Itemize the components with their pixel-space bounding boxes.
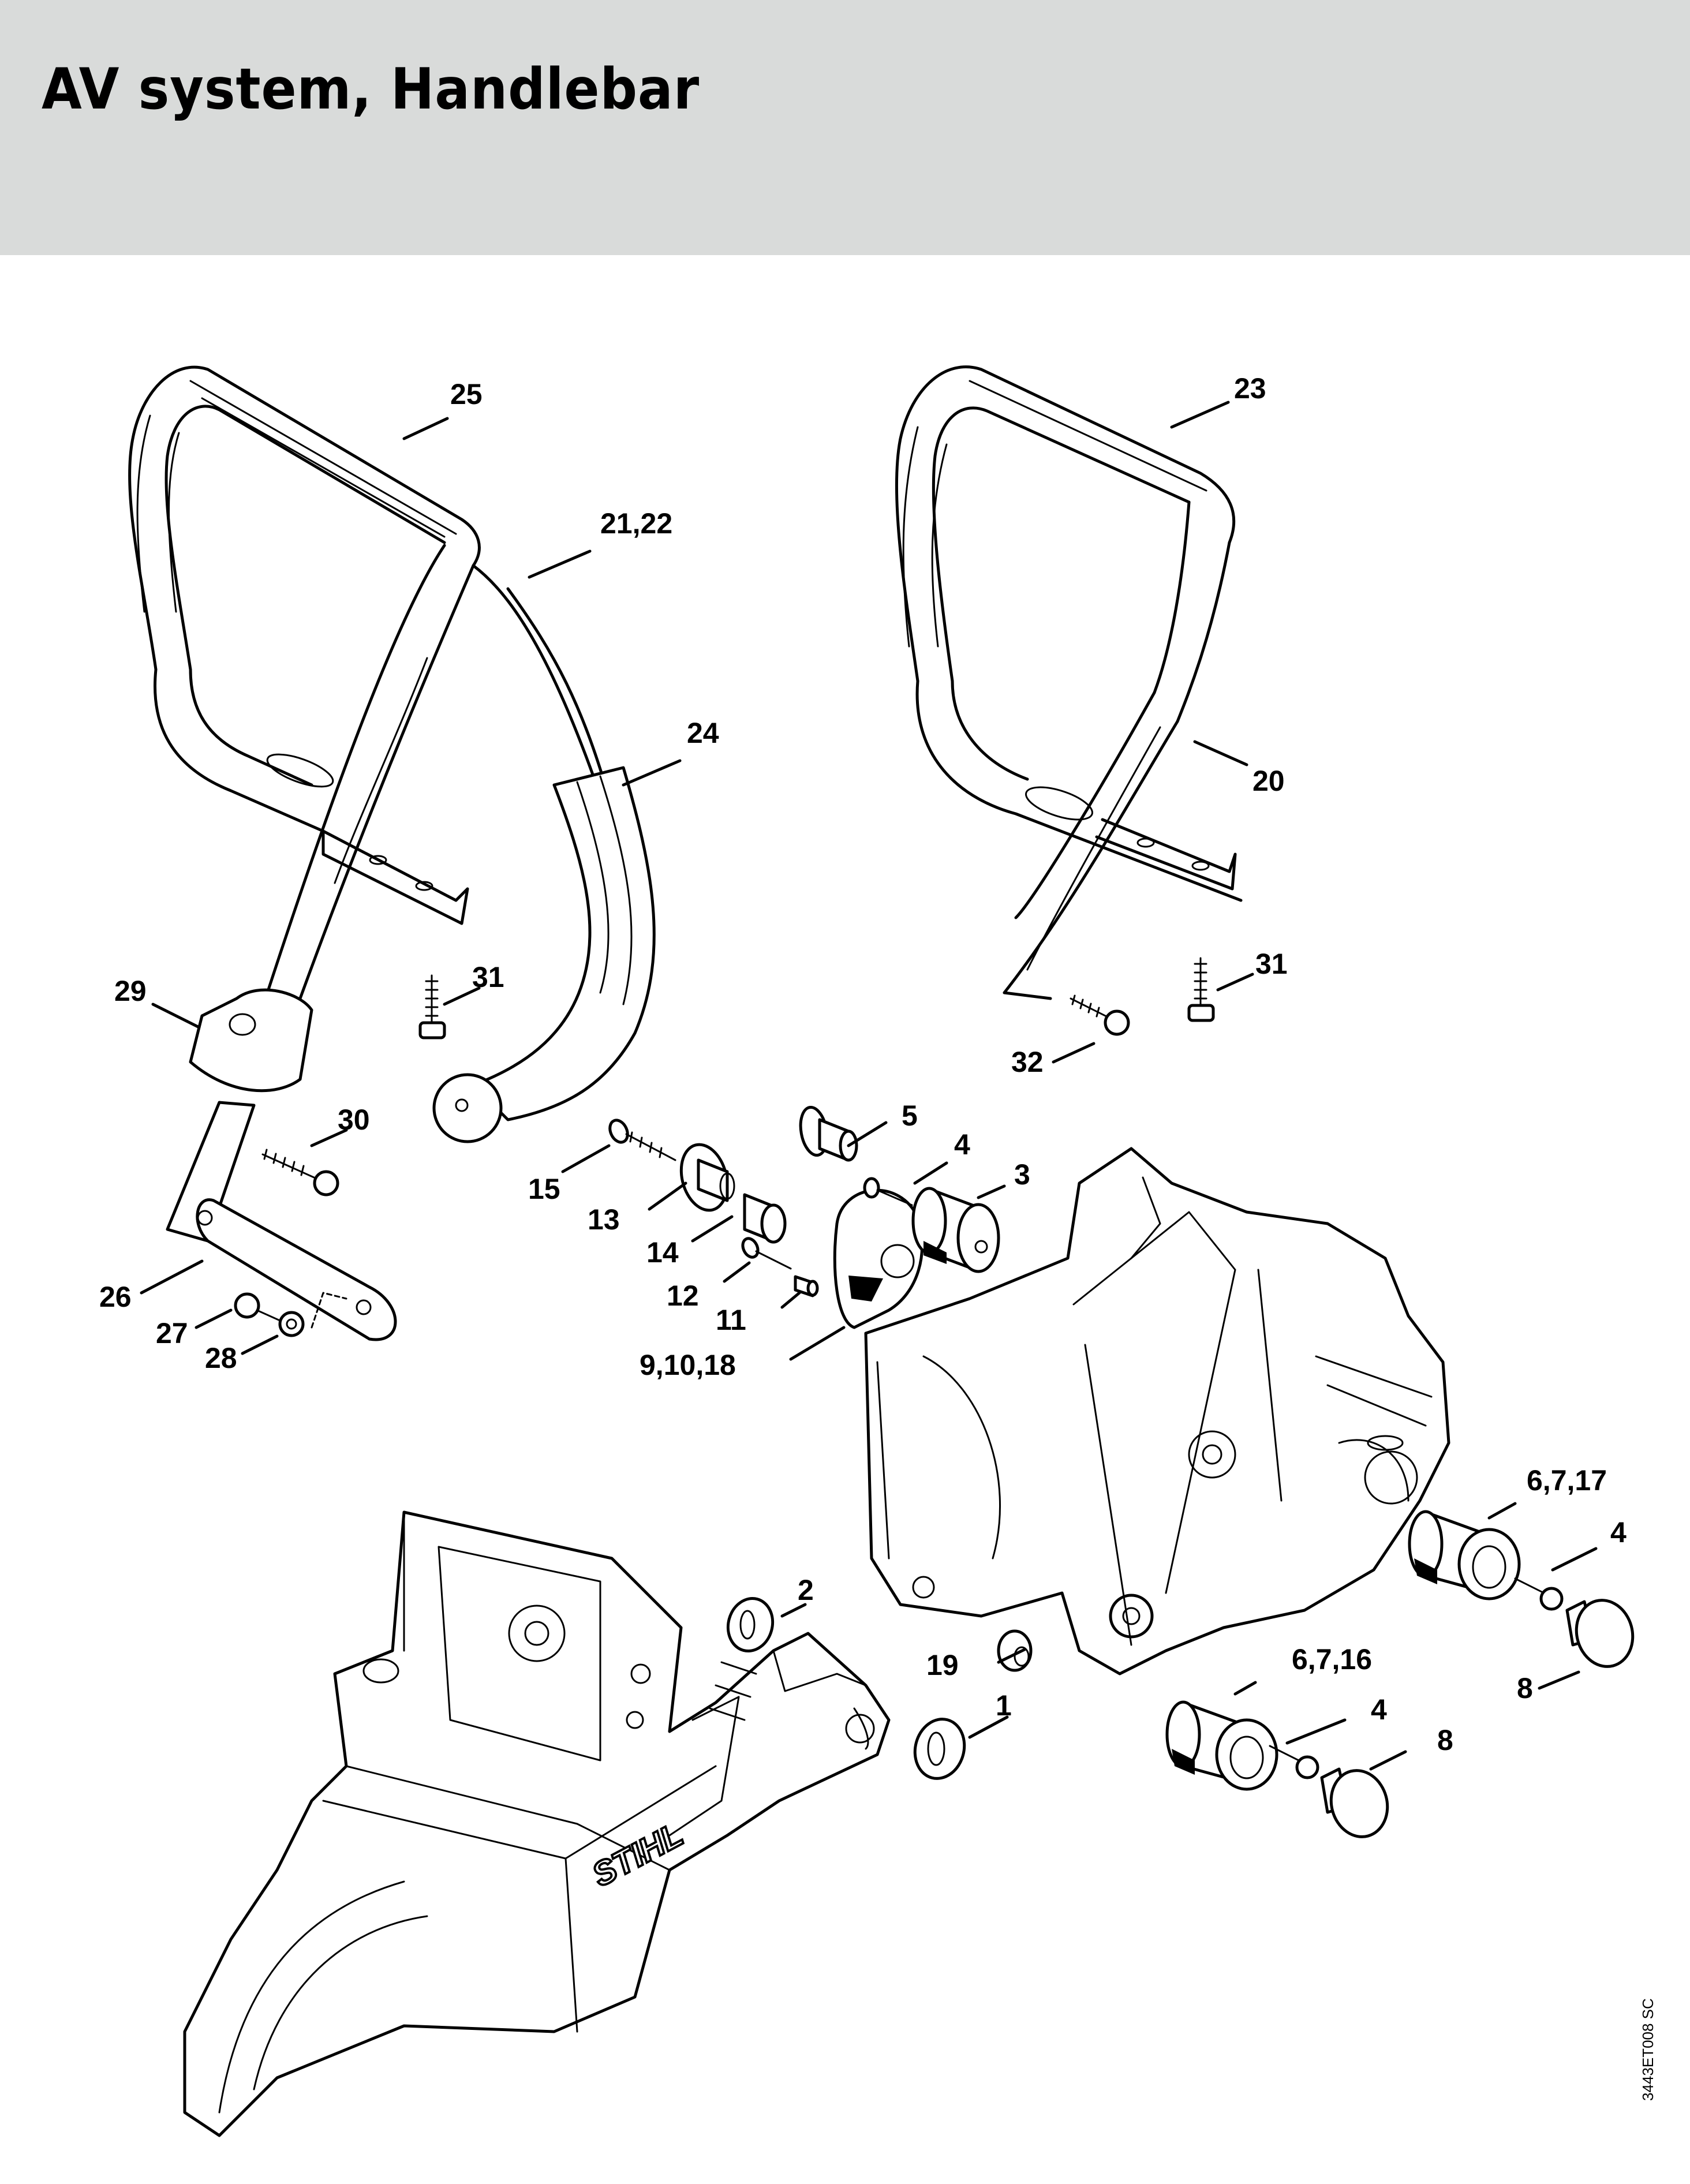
screw-31-right [1187, 957, 1215, 1022]
annular-buffer-9-10-18 [833, 1188, 924, 1329]
callout-6-7-17: 6,7,17 [1527, 1464, 1607, 1497]
callout-5: 5 [902, 1100, 918, 1132]
callout-31-left: 31 [472, 961, 504, 993]
sleeve-5 [799, 1105, 858, 1162]
callout-14: 14 [646, 1236, 679, 1269]
washer-28 [278, 1311, 305, 1337]
screw-15 [608, 1119, 676, 1161]
cap-8-right [1565, 1599, 1635, 1668]
callout-4-lower: 4 [1371, 1693, 1387, 1726]
screw-32 [1070, 994, 1130, 1036]
header-band: AV system, Handlebar [0, 0, 1690, 255]
callout-27: 27 [156, 1317, 188, 1349]
annular-buffer-3 [911, 1187, 1000, 1273]
cap-8-lower [1320, 1767, 1389, 1838]
screw-12 [741, 1237, 792, 1270]
annular-buffer-6-7-16 [1165, 1700, 1278, 1791]
callout-24: 24 [687, 717, 719, 749]
callout-23: 23 [1234, 372, 1266, 405]
callout-25: 25 [450, 378, 483, 410]
handlebar-right-part [895, 365, 1243, 1000]
callout-12: 12 [667, 1280, 699, 1312]
buffer-29 [189, 988, 313, 1093]
callout-26: 26 [99, 1281, 132, 1313]
callout-13: 13 [588, 1203, 620, 1236]
callout-31-right: 31 [1255, 948, 1288, 980]
screw-27 [234, 1292, 281, 1322]
washer-13 [679, 1143, 735, 1212]
callout-1: 1 [996, 1689, 1012, 1722]
annular-buffer-2 [726, 1596, 775, 1653]
callout-29: 29 [114, 975, 147, 1007]
callout-2: 2 [798, 1574, 814, 1606]
callout-6-7-16: 6,7,16 [1292, 1643, 1373, 1676]
callout-20: 20 [1252, 765, 1285, 797]
screw-4-top [863, 1177, 913, 1206]
screw-4-lower [1269, 1745, 1319, 1779]
callout-8-lower: 8 [1437, 1724, 1453, 1756]
callout-8-right: 8 [1517, 1672, 1533, 1704]
plug-19 [997, 1629, 1033, 1672]
exploded-parts-diagram: STIHL [128, 365, 1635, 2137]
callout-28: 28 [205, 1342, 237, 1374]
callout-21-22: 21,22 [600, 507, 673, 540]
rear-handle-housing [183, 1510, 891, 2137]
callout-4-top: 4 [954, 1128, 970, 1161]
callout-4-right: 4 [1610, 1516, 1627, 1549]
screw-31-left [418, 974, 446, 1039]
screw-4-right [1514, 1577, 1564, 1611]
callout-11: 11 [716, 1304, 746, 1336]
callout-30: 30 [338, 1104, 370, 1136]
sleeve-14 [743, 1193, 787, 1244]
page-title: AV system, Handlebar [42, 57, 700, 122]
callout-9-10-18: 9,10,18 [640, 1349, 736, 1381]
leader-lines [140, 401, 1598, 1771]
engine-housing [864, 1147, 1450, 1676]
pin-11 [794, 1275, 819, 1297]
annular-buffer-1 [913, 1718, 966, 1780]
screw-30 [261, 1149, 339, 1196]
stihl-brand-mark: STIHL [585, 1814, 690, 1895]
callout-19: 19 [926, 1649, 959, 1681]
callout-32: 32 [1011, 1046, 1044, 1078]
callout-15: 15 [528, 1173, 560, 1205]
bracket-26 [166, 1101, 397, 1341]
callout-3: 3 [1014, 1158, 1030, 1191]
drawing-code: 3443ET008 SC [1639, 1998, 1657, 2101]
annular-buffer-6-7-17 [1408, 1510, 1521, 1600]
stihl-logo: STIHL [586, 1815, 689, 1894]
